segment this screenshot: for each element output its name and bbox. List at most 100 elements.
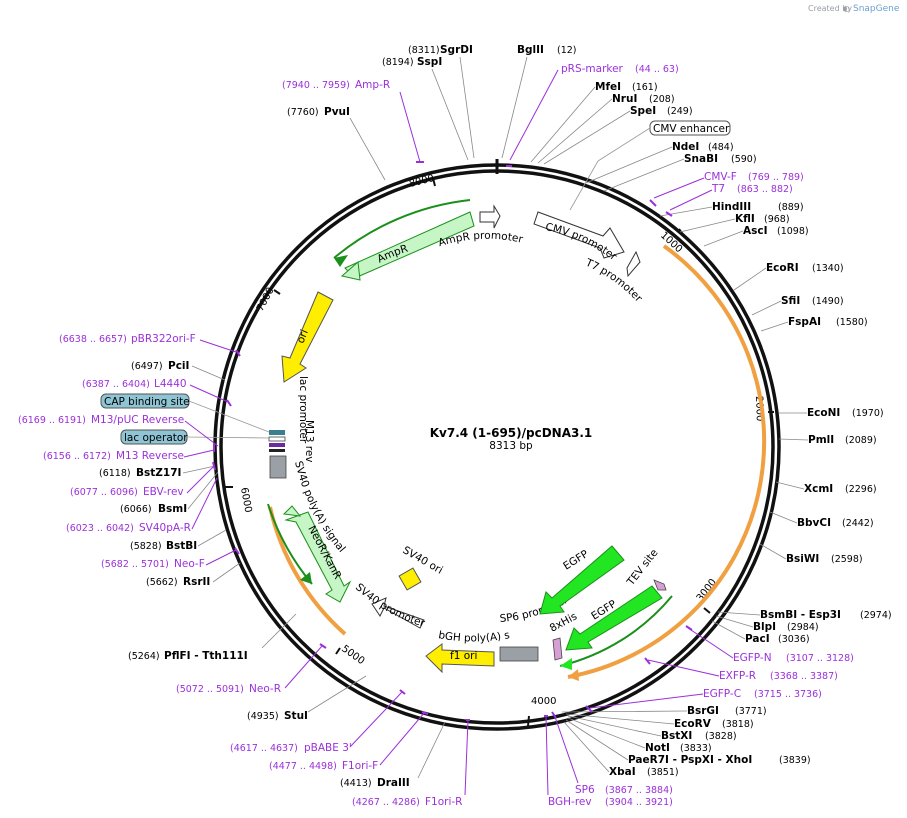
svg-text:Neo-F: Neo-F xyxy=(174,558,205,570)
svg-text:EGFP-C: EGFP-C xyxy=(703,688,741,700)
svg-text:PciI: PciI xyxy=(168,360,189,372)
egfp-feature-b: EGFP xyxy=(559,585,673,670)
svg-text:F1ori-F: F1ori-F xyxy=(342,760,378,772)
svg-text:(3839): (3839) xyxy=(779,755,811,766)
svg-text:(6497): (6497) xyxy=(131,361,163,372)
enzyme-bstxi: BstXI(3828) xyxy=(567,715,737,742)
primer-bgh-rev: BGH-rev(3904 .. 3921) xyxy=(544,715,673,808)
svg-text:(5662): (5662) xyxy=(146,577,178,588)
snapgene-logo-icon: ◐ xyxy=(843,4,850,13)
svg-text:SfiI: SfiI xyxy=(781,295,800,307)
svg-text:ori: ori xyxy=(295,328,311,345)
svg-text:SgrDI: SgrDI xyxy=(440,44,473,56)
svg-text:(3036): (3036) xyxy=(778,634,810,645)
tick-3000: 3000 xyxy=(695,577,719,604)
enzyme-blpi: BlpI(2984) xyxy=(715,615,819,633)
svg-text:f1 ori: f1 ori xyxy=(450,650,477,662)
enzyme-econi: EcoNI(1970) xyxy=(779,407,884,419)
enzyme-sspi: (8194)SspI xyxy=(382,56,469,161)
ori-feature: ori xyxy=(281,291,334,383)
enzyme-pflfi-tth111i: (5264)PflFI - Tth111I xyxy=(128,613,297,662)
svg-text:BsmI: BsmI xyxy=(158,503,187,515)
enzyme-ecori: EcoRI(1340) xyxy=(733,262,844,291)
svg-text:(2089): (2089) xyxy=(845,435,877,446)
enzyme-asci: AscI(1098) xyxy=(703,225,809,247)
svg-text:(590): (590) xyxy=(731,154,757,165)
primer-neo-r: (5072 .. 5091) Neo-R xyxy=(176,643,327,695)
svg-text:BsrGI: BsrGI xyxy=(687,705,719,717)
svg-text:(4935): (4935) xyxy=(247,711,279,722)
enzyme-paer7i-pspxi-xhoi: PaeR7I - PspXI - XhoI (3839) xyxy=(565,719,811,766)
svg-text:(7760): (7760) xyxy=(287,107,319,118)
enzyme-noti: NotI(3833) xyxy=(567,717,712,754)
enzyme-bsmbi-esp3i: BsmBI - Esp3I(2974) xyxy=(717,609,892,621)
tick-5000: 5000 xyxy=(339,643,366,667)
primer-f1ori-f: (4477 .. 4498) F1ori-F xyxy=(269,711,429,772)
svg-text:(889): (889) xyxy=(778,202,804,213)
svg-text:(2598): (2598) xyxy=(831,554,863,565)
svg-text:EBV-rev: EBV-rev xyxy=(143,486,184,498)
svg-text:(3715 .. 3736): (3715 .. 3736) xyxy=(754,689,822,700)
svg-text:(968): (968) xyxy=(764,214,790,225)
enzyme-fspai: FspAI(1580) xyxy=(760,316,868,332)
svg-text:(3818): (3818) xyxy=(722,719,754,730)
svg-text:PacI: PacI xyxy=(745,633,770,645)
enzyme-ndei: NdeI(484) xyxy=(585,141,734,184)
enzyme-bbvci: BbvCI(2442) xyxy=(769,511,874,529)
lac-promoter-label: lac promoter xyxy=(297,376,309,444)
primer-sv40pa-r: (6023 .. 6042)SV40pA-R xyxy=(66,477,218,534)
svg-text:BstXI: BstXI xyxy=(661,730,692,742)
svg-text:(7940 .. 7959): (7940 .. 7959) xyxy=(282,80,350,91)
svg-text:(249): (249) xyxy=(667,106,693,117)
svg-text:(6066): (6066) xyxy=(120,504,152,515)
enzyme-spei: SpeI(249) xyxy=(543,105,693,165)
svg-text:(5682 .. 5701): (5682 .. 5701) xyxy=(101,559,169,570)
svg-text:PaeR7I - PspXI - XhoI: PaeR7I - PspXI - XhoI xyxy=(628,754,752,766)
primer-prs-marker: pRS-marker(44 .. 63) xyxy=(506,63,679,167)
svg-text:(161): (161) xyxy=(632,82,658,93)
svg-text:KflI: KflI xyxy=(735,213,755,225)
boxed-cap-binding-site: CAP binding site xyxy=(100,393,270,433)
svg-text:FspAI: FspAI xyxy=(788,316,821,328)
svg-text:SnaBI: SnaBI xyxy=(684,153,718,165)
svg-text:(3904 .. 3921): (3904 .. 3921) xyxy=(605,797,673,808)
primer-f1ori-r: (4267 .. 4286)F1ori-R xyxy=(352,719,470,808)
svg-text:(3368 .. 3387): (3368 .. 3387) xyxy=(770,671,838,682)
svg-text:(2984): (2984) xyxy=(787,622,819,633)
svg-text:MfeI: MfeI xyxy=(595,81,621,93)
svg-text:(769 .. 789): (769 .. 789) xyxy=(748,172,804,183)
svg-text:NdeI: NdeI xyxy=(672,141,699,153)
svg-text:CAP binding site: CAP binding site xyxy=(104,396,190,408)
svg-text:pBR322ori-F: pBR322ori-F xyxy=(131,333,196,345)
svg-text:lac operator: lac operator xyxy=(124,432,188,444)
svg-text:EcoRV: EcoRV xyxy=(674,718,712,730)
enzyme-bstz17i: (6118) BstZ17I xyxy=(99,465,216,479)
svg-text:BstZ17I: BstZ17I xyxy=(136,467,181,479)
svg-text:(3107 .. 3128): (3107 .. 3128) xyxy=(786,653,854,664)
svg-text:EGFP-N: EGFP-N xyxy=(733,652,772,664)
enzyme-bsmi: (6066) BsmI xyxy=(120,471,219,515)
sv40-promoter-label: SV40 promoter xyxy=(353,581,427,630)
svg-text:(208): (208) xyxy=(649,94,675,105)
svg-text:M13 Reverse: M13 Reverse xyxy=(116,450,184,462)
svg-text:(4477 .. 4498): (4477 .. 4498) xyxy=(269,761,337,772)
watermark-brand: SnapGene xyxy=(853,4,900,14)
primer-l4440: (6387 .. 6404)L4440 xyxy=(82,378,232,407)
enzyme-sfii: SfiI(1490) xyxy=(751,295,844,316)
svg-text:SspI: SspI xyxy=(417,56,442,68)
svg-text:EcoNI: EcoNI xyxy=(807,407,840,419)
primer-ebv-rev: (6077 .. 6096)EBV-rev xyxy=(70,461,216,498)
svg-text:XbaI: XbaI xyxy=(609,766,636,778)
svg-text:NotI: NotI xyxy=(645,742,670,754)
svg-text:Neo-R: Neo-R xyxy=(249,683,281,695)
enzyme-kfli: KflI (968) xyxy=(679,213,790,233)
svg-text:(5072 .. 5091): (5072 .. 5091) xyxy=(176,684,244,695)
tick-6000: 6000 xyxy=(238,487,253,514)
svg-text:(5264): (5264) xyxy=(128,651,160,662)
cmv-promoter-feature xyxy=(533,211,641,278)
svg-text:(4413): (4413) xyxy=(340,778,372,789)
svg-text:(6118): (6118) xyxy=(99,468,131,479)
svg-text:BbvCI: BbvCI xyxy=(797,517,831,529)
enzyme-pvui: (7760)PvuI xyxy=(287,106,386,181)
